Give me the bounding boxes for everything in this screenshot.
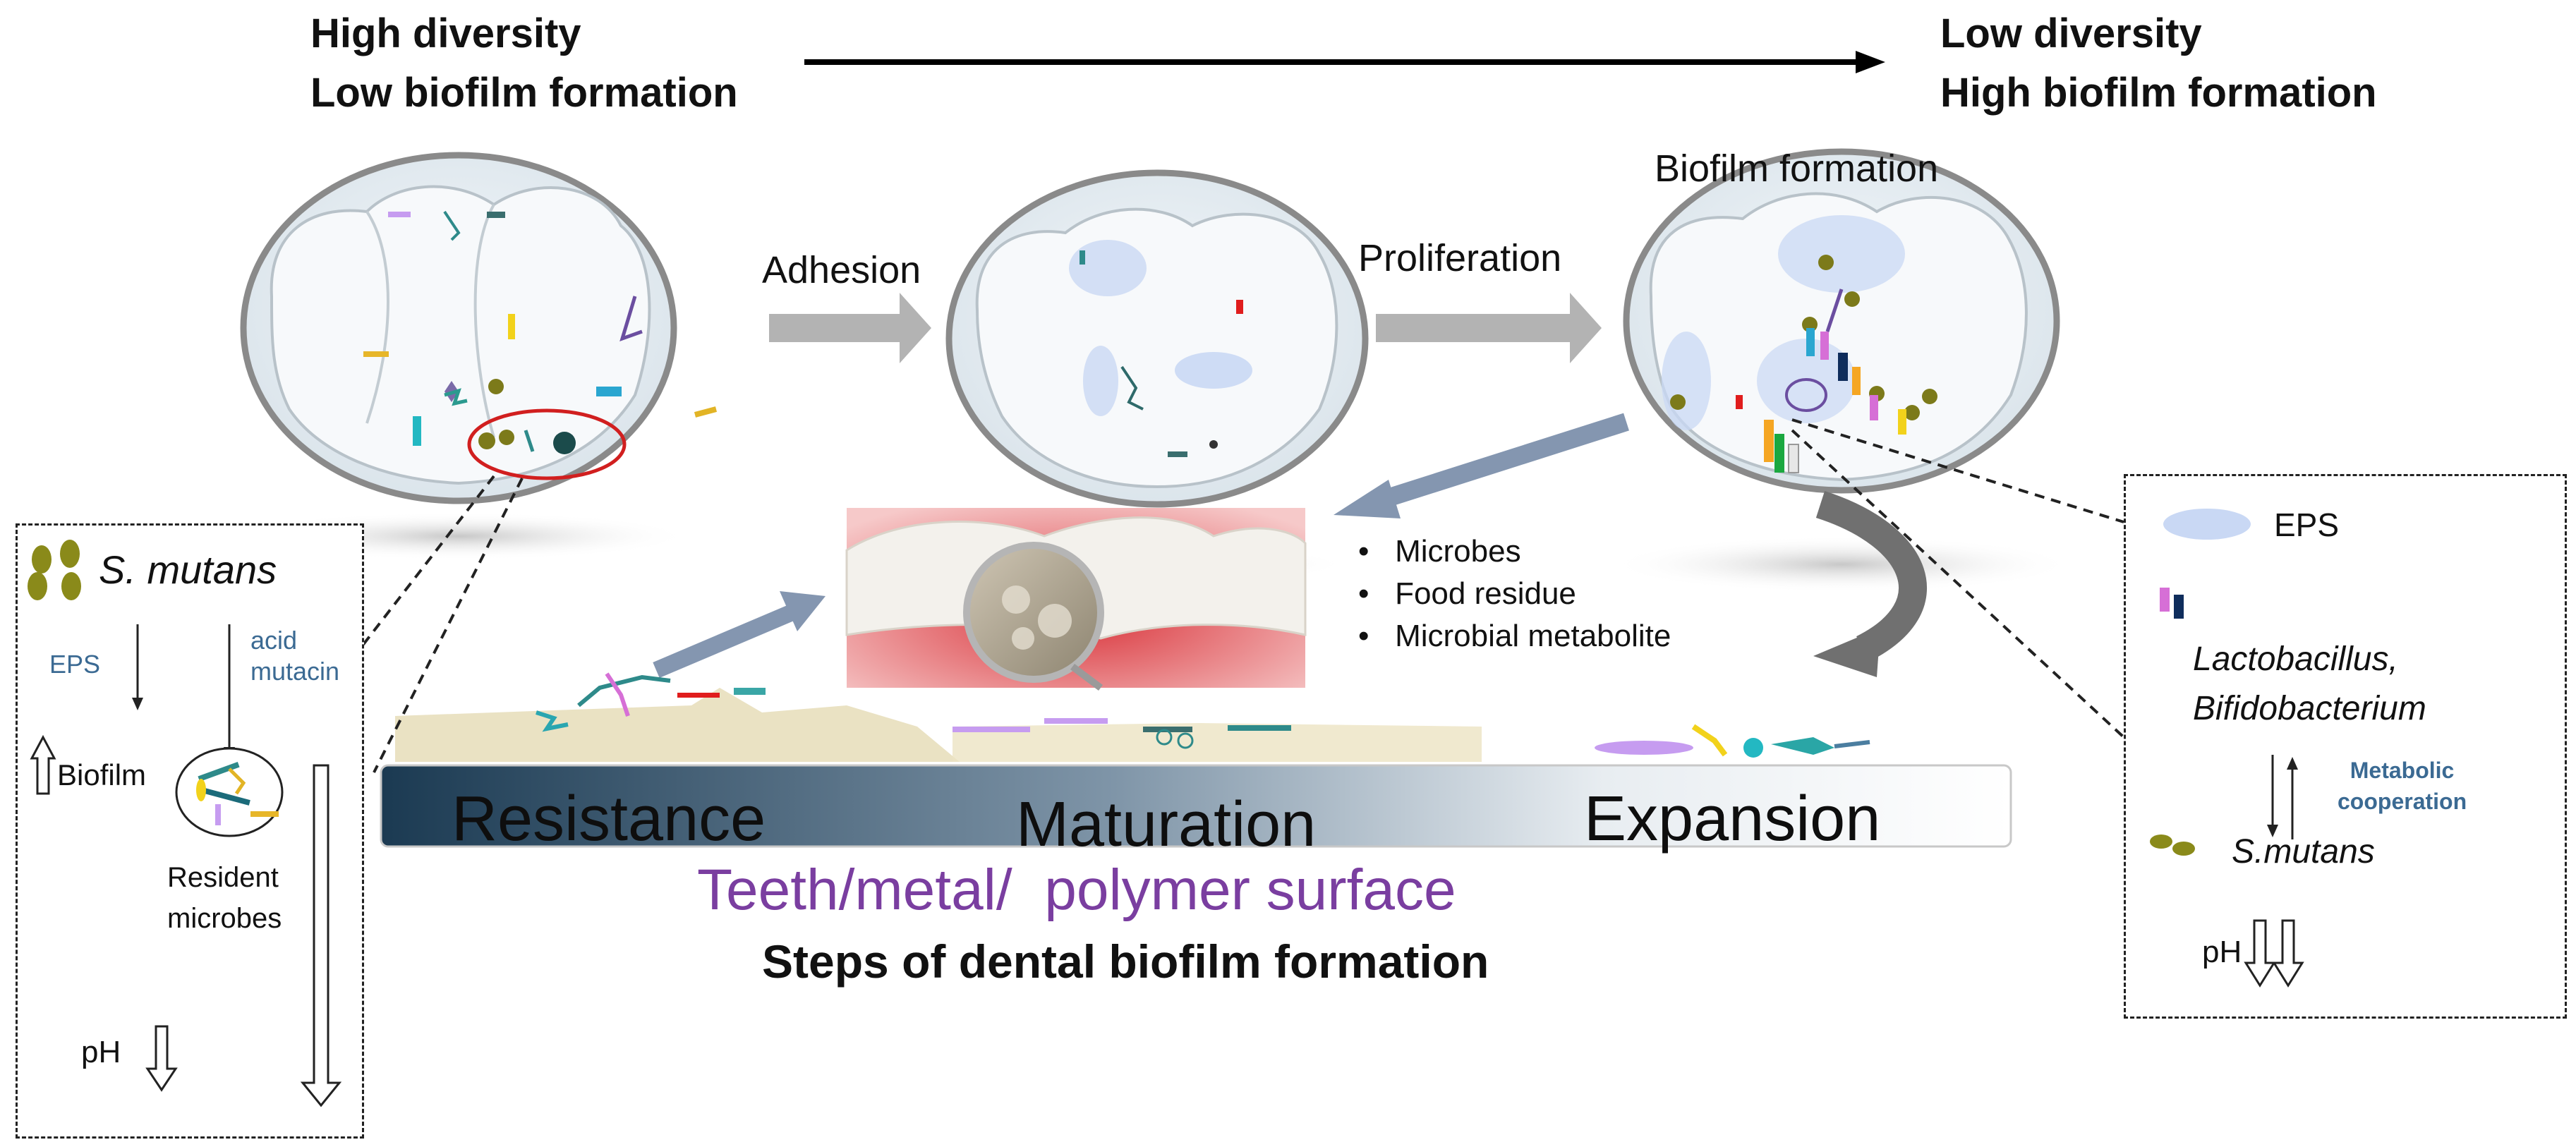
teeth-oval-1 [240,152,718,504]
left-panel-smutans: S. mutans EPS acid mutacin Biofilm Resid… [16,523,364,1139]
expansion-curved-arrow [1813,490,1927,677]
left-dashed-connectors [358,475,524,773]
contributor-list: • Microbes • Food residue • Microbial me… [1358,530,1671,657]
adhesion-arrow [769,293,931,363]
right-panel-graphics [2150,509,2304,988]
left-panel-eps: EPS [49,650,101,679]
left-panel-biofilm: Biofilm [57,758,147,791]
header-low-diversity: Low diversity [1940,11,2202,56]
left-panel-resident: Resident microbes [167,857,282,939]
left-panel-species: S. mutans [99,547,277,592]
right-header: Low diversity High biofilm formation [1940,4,2377,123]
right-panel-cooperation: EPS Lactobacillus, Bifidobacterium Metab… [2124,474,2567,1019]
proliferation-arrow [1376,293,1602,363]
biofilm-to-mirror-arrow [1334,413,1629,518]
resident-line-1: Resident [167,862,279,893]
stage-biofilm-formation-label: Biofilm formation [1655,147,1939,190]
lacto-line-2: Bifidobacterium [2193,690,2426,727]
resident-line-2: microbes [167,903,282,934]
contributor-item: • Microbial metabolite [1358,619,1671,653]
right-dashed-connectors [1791,418,2125,739]
left-panel-acid: acid [250,626,298,655]
surface-texture [395,672,1870,762]
metabolic-line-2: cooperation [2338,789,2467,814]
teeth-oval-3 [1623,148,2060,494]
right-panel-smutans: S.mutans [2232,833,2375,870]
header-high-diversity: High diversity [310,11,581,56]
diversity-arrow [804,51,1885,73]
contributor-item: • Food residue [1358,576,1576,611]
header-high-biofilm: High biofilm formation [1940,70,2377,116]
teeth-oval-2 [945,169,1369,508]
bar-label-resistance: Resistance [452,784,766,854]
stage-gradient-bar [380,764,2012,848]
left-panel-ph: pH [81,1035,121,1069]
right-panel-ph: pH [2202,935,2242,969]
bar-label-maturation: Maturation [1016,789,1317,860]
left-panel-mutacin: mutacin [250,657,340,686]
stage-proliferation-label: Proliferation [1358,237,1562,279]
right-panel-metabolic: Metabolic cooperation [2338,755,2467,817]
stage-adhesion-label: Adhesion [762,249,921,291]
figure-caption: Steps of dental biofilm formation [762,935,1489,988]
metabolic-line-1: Metabolic [2350,758,2455,783]
left-header: High diversity Low biofilm formation [310,4,738,123]
dental-mirror-image [845,508,1307,691]
resistance-to-mirror-arrow [653,591,826,679]
right-panel-lacto: Lactobacillus, Bifidobacterium [2193,635,2426,734]
right-panel-eps: EPS [2274,506,2340,543]
header-low-biofilm: Low biofilm formation [310,70,738,116]
left-panel-graphics [28,540,342,1107]
surface-label: Teeth/metal/ polymer surface [697,858,1456,922]
bar-label-expansion: Expansion [1584,784,1881,854]
lacto-line-1: Lactobacillus, [2193,641,2398,678]
contributor-item: • Microbes [1358,534,1521,569]
